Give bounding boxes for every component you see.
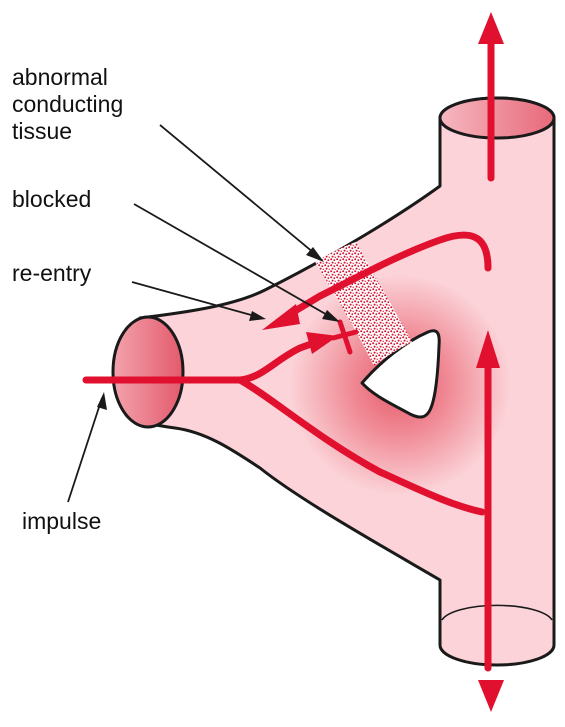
impulse-leader bbox=[68, 398, 102, 502]
top-exit-arrowhead bbox=[478, 12, 504, 44]
abnormal-label-line-1: abnormal bbox=[12, 64, 123, 91]
impulse-leader-arrowhead bbox=[97, 392, 107, 410]
abnormal-tissue-leader bbox=[160, 125, 320, 258]
abnormal-label-line-2: conducting bbox=[12, 91, 123, 118]
abnormal-conducting-tissue-label: abnormal conducting tissue bbox=[12, 64, 123, 145]
re-entry-label: re-entry bbox=[12, 260, 91, 287]
top-tube-opening bbox=[440, 98, 554, 138]
impulse-label: impulse bbox=[22, 508, 101, 535]
bottom-exit-arrowhead bbox=[478, 680, 504, 712]
blocked-label: blocked bbox=[12, 186, 91, 213]
left-tube-opening bbox=[113, 317, 183, 427]
abnormal-label-line-3: tissue bbox=[12, 118, 123, 145]
